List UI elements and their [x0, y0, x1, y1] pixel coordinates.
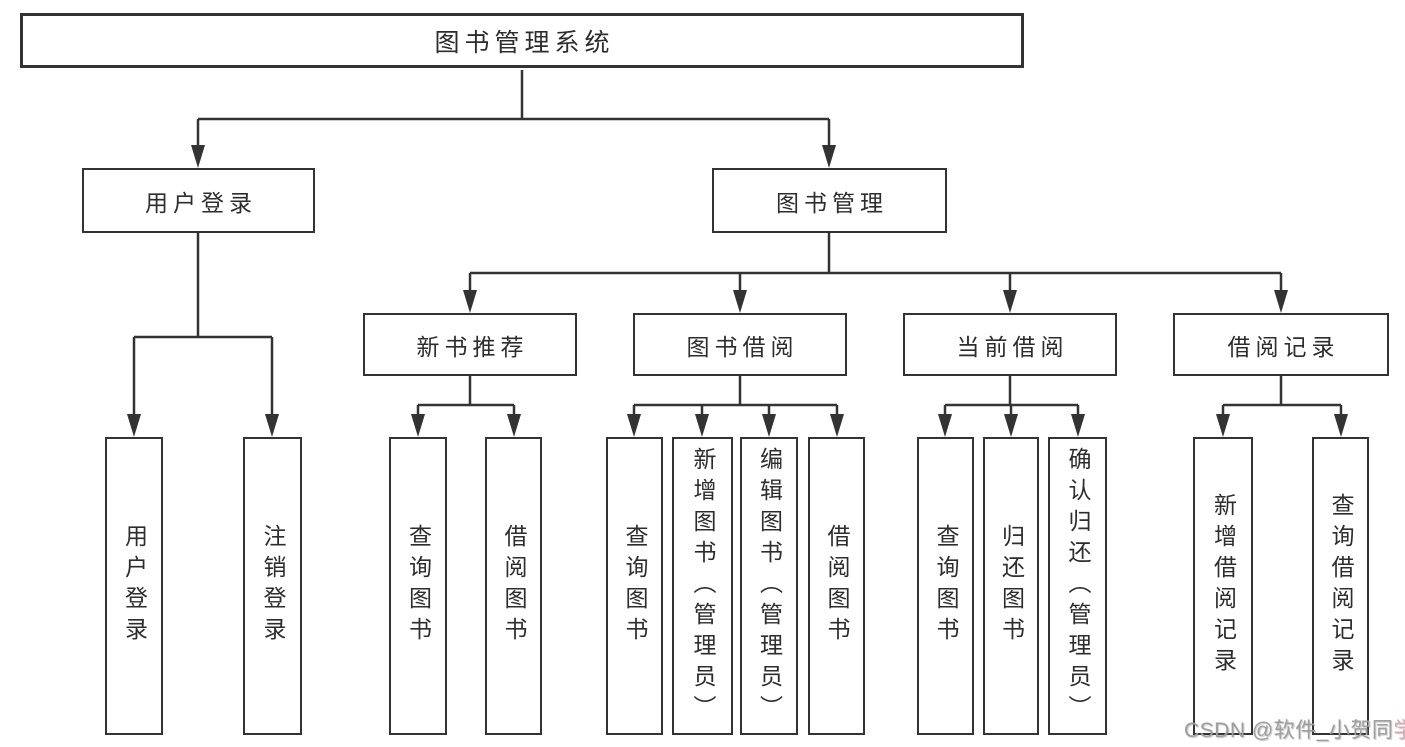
- leaf-borrow-query: 查询图书: [606, 437, 663, 735]
- connector-userlogin-children: [132, 233, 274, 419]
- leaf-borrow-query-label: 查询图书: [622, 524, 648, 648]
- leaf-borrow-borrow-label: 借阅图书: [824, 524, 850, 648]
- node-new-book-recommend-label: 新书推荐: [416, 333, 529, 360]
- connector-newbooks-children: [416, 376, 516, 419]
- node-root-label: 图书管理系统: [434, 28, 615, 57]
- leaf-current-query: 查询图书: [917, 437, 974, 735]
- node-user-login-label: 用户登录: [145, 189, 257, 216]
- leaf-newbooks-query: 查询图书: [389, 437, 447, 735]
- leaf-newbooks-borrow-label: 借阅图书: [501, 524, 527, 648]
- connector-root-to-level2: [196, 70, 831, 150]
- node-new-book-recommend: 新书推荐: [363, 313, 577, 376]
- node-book-borrow: 图书借阅: [633, 313, 847, 376]
- leaf-borrow-borrow: 借阅图书: [808, 437, 865, 735]
- leaf-borrow-add-admin: 新增图书（管理员）: [672, 437, 733, 735]
- leaf-current-confirm-admin: 确认归还（管理员）: [1048, 437, 1107, 735]
- node-book-management: 图书管理: [712, 168, 947, 233]
- node-user-login: 用户登录: [82, 168, 315, 233]
- node-borrow-records-label: 借阅记录: [1227, 333, 1340, 360]
- leaf-records-add-label: 新增借阅记录: [1210, 493, 1237, 679]
- leaf-borrow-edit-admin: 编辑图书（管理员）: [740, 437, 798, 735]
- node-borrow-records: 借阅记录: [1173, 313, 1389, 376]
- connector-borrowrecords-children: [1221, 376, 1343, 419]
- leaf-records-add: 新增借阅记录: [1193, 437, 1253, 735]
- csdn-watermark-text: CSDN @软件_小贺同: [1184, 719, 1394, 742]
- leaf-current-confirm-admin-label: 确认归还（管理员）: [1065, 446, 1091, 726]
- leaf-current-return: 归还图书: [983, 437, 1039, 735]
- leaf-user-login-label: 用户登录: [121, 524, 148, 648]
- connector-currentborrow-children: [943, 376, 1080, 419]
- leaf-logout: 注销登录: [243, 437, 302, 735]
- leaf-current-query-label: 查询图书: [933, 524, 959, 648]
- leaf-newbooks-query-label: 查询图书: [405, 524, 432, 648]
- csdn-watermark-text-pink: 学: [1393, 719, 1405, 742]
- leaf-newbooks-borrow: 借阅图书: [485, 437, 542, 735]
- csdn-watermark: CSDN @软件_小贺同学: [1184, 714, 1405, 744]
- leaf-records-query: 查询借阅记录: [1312, 437, 1369, 735]
- leaf-logout-label: 注销登录: [260, 524, 286, 648]
- arrowheads: [127, 145, 1348, 437]
- connector-bookmgmt-to-groups: [468, 233, 1283, 295]
- leaf-borrow-add-admin-label: 新增图书（管理员）: [690, 446, 716, 726]
- node-current-borrow-label: 当前借阅: [956, 333, 1069, 360]
- leaf-borrow-edit-admin-label: 编辑图书（管理员）: [756, 446, 783, 726]
- node-book-management-label: 图书管理: [776, 189, 888, 216]
- leaf-records-query-label: 查询借阅记录: [1328, 493, 1354, 679]
- node-book-borrow-label: 图书借阅: [686, 333, 799, 360]
- leaf-user-login: 用户登录: [105, 437, 163, 735]
- node-current-borrow: 当前借阅: [903, 313, 1117, 376]
- node-root-system: 图书管理系统: [20, 13, 1024, 68]
- leaf-current-return-label: 归还图书: [998, 524, 1025, 648]
- connector-bookborrow-children: [632, 376, 839, 419]
